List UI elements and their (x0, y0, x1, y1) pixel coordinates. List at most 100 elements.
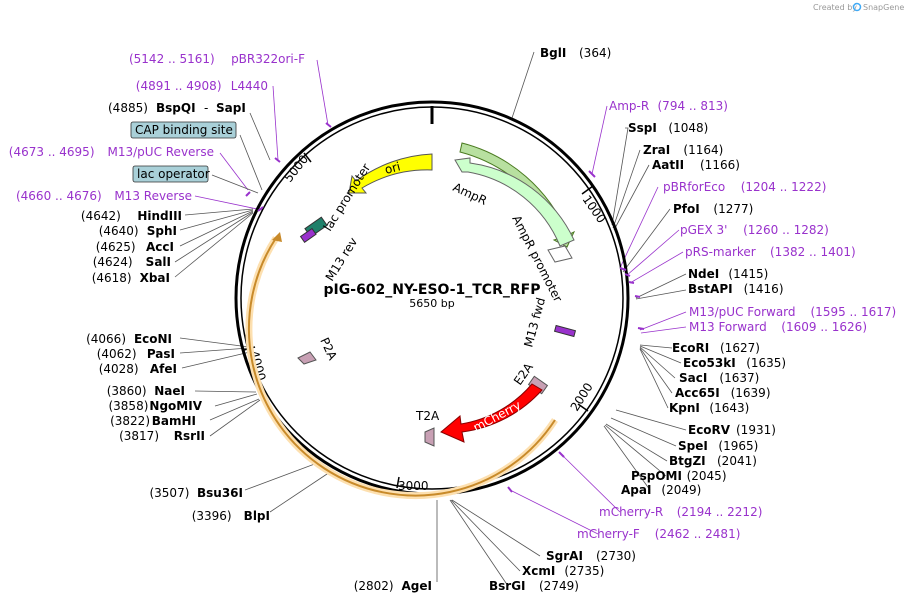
site-naei[interactable]: NaeI(3860) (107, 384, 185, 398)
mcherry-label: mCherry (471, 398, 523, 435)
enzyme-name: Eco53kI (683, 356, 736, 370)
primer-prs-marker[interactable]: pRS-marker(1382 .. 1401) (685, 245, 856, 259)
enzyme-name: Bsu36I (197, 486, 243, 500)
site-sphi[interactable]: SphI(4640) (99, 224, 177, 238)
enzyme-pos: (4624) (93, 255, 133, 269)
site-bsu36i[interactable]: Bsu36I(3507) (149, 486, 243, 500)
site-acc65i[interactable]: Acc65I(1639) (675, 386, 771, 400)
primer-pos: (1382 .. 1401) (770, 245, 856, 259)
site-rsrii[interactable]: RsrII(3817) (119, 429, 205, 443)
enzyme-name: BstAPI (688, 282, 733, 296)
enzyme-name: EcoRI (672, 341, 709, 355)
primer-name: M13 Forward (689, 320, 767, 334)
enzyme-name-2: SapI (216, 101, 246, 115)
snapgene-logo-icon (852, 2, 862, 12)
enzyme-name: AatII (652, 158, 684, 172)
site-blpi[interactable]: BlpI(3396) (192, 509, 270, 523)
primer-name: Amp-R (609, 99, 649, 113)
site-ecorv[interactable]: EcoRV(1931) (688, 423, 776, 437)
site-ngomiv[interactable]: NgoMIV(3858) (108, 399, 202, 413)
tick-marks (243, 152, 594, 489)
site-ndei[interactable]: NdeI(1415) (688, 267, 768, 281)
enzyme-pos: (3822) (110, 414, 150, 428)
site-pspomi[interactable]: PspOMI(2045) (631, 469, 727, 483)
enzyme-name: BamHI (152, 414, 196, 428)
m13-fwd-feature (553, 324, 577, 338)
primer-pos: (4660 .. 4676) (16, 189, 102, 203)
site-apai[interactable]: ApaI(2049) (621, 483, 701, 497)
site-afei[interactable]: AfeI(4028) (99, 362, 177, 376)
t2a-label: T2A (415, 409, 440, 423)
enzyme-name: NgoMIV (149, 399, 202, 413)
enzyme-name: HindIII (137, 209, 182, 223)
leader-lines (174, 51, 687, 587)
site-ecori[interactable]: EcoRI (1627) (672, 341, 760, 355)
enzyme-pos: (1635) (746, 356, 786, 370)
label-bgli[interactable]: BglI (364) (540, 46, 611, 60)
primer-m13-reverse[interactable]: M13 Reverse(4660 .. 4676) (16, 189, 192, 203)
site-bsrgi[interactable]: BsrGI(2749) (489, 579, 579, 593)
site-saci[interactable]: SacI(1637) (679, 371, 759, 385)
sites-bottom: SgrAI(2730)XcmI(2735)BsrGI(2749) AgeI(280… (354, 549, 636, 593)
site-sgrai[interactable]: SgrAI(2730) (546, 549, 636, 563)
tick-1000: 1000 (580, 193, 609, 226)
site-agei[interactable]: AgeI(2802) (354, 579, 432, 593)
lac-promoter-label: lac promoter (321, 161, 374, 234)
enzyme-pos: (1277) (713, 202, 753, 216)
site-kpni[interactable]: KpnI(1643) (669, 401, 749, 415)
p2a-feature (297, 351, 317, 365)
enzyme-name: RsrII (174, 429, 205, 443)
primer-mcherry-r[interactable]: mCherry-R (2194 .. 2212) (599, 505, 762, 519)
p2a-label: P2A (317, 335, 340, 363)
enzyme-name: AgeI (402, 579, 432, 593)
site-sali[interactable]: SalI (4624) (93, 255, 171, 269)
site-aatii[interactable]: AatII(1166) (652, 158, 740, 172)
primer-m13-puc-forward[interactable]: M13/pUC Forward(1595 .. 1617) (689, 305, 896, 319)
primer-mcherry-f[interactable]: mCherry-F(2462 .. 2481) (577, 527, 740, 541)
enzyme-name: SalI (146, 255, 171, 269)
ampr-promoter-arrow (547, 245, 573, 263)
primer-pos: (2194 .. 2212) (677, 505, 763, 519)
enzyme-pos: (2749) (539, 579, 579, 593)
site-acci[interactable]: AccI(4625) (96, 240, 174, 254)
label-bspqi-sapi[interactable]: (4885) BspQI - SapI (108, 101, 246, 115)
enzyme-name: EcoNI (134, 332, 172, 346)
site-spei[interactable]: SpeI(1965) (678, 439, 758, 453)
primer-name: pBR322ori-F (231, 52, 305, 66)
site-eco53ki[interactable]: Eco53kI (1635) (683, 356, 786, 370)
primer-m13-puc-reverse[interactable]: M13/pUC Reverse(4673 .. 4695) (9, 145, 214, 159)
site-zrai[interactable]: ZraI(1164) (643, 143, 723, 157)
primer-marks (245, 122, 645, 493)
primer-name: M13/pUC Forward (689, 305, 796, 319)
site-bamhi[interactable]: BamHI(3822) (110, 414, 196, 428)
primer-pos: (1204 .. 1222) (741, 180, 827, 194)
primer-pbrforeco[interactable]: pBRforEco(1204 .. 1222) (663, 180, 826, 194)
site-pfoi[interactable]: PfoI(1277) (673, 202, 753, 216)
primer-pgex-3-[interactable]: pGEX 3'(1260 .. 1282) (680, 223, 829, 237)
enzyme-pos: (1627) (720, 341, 760, 355)
enzyme-pos: (2730) (596, 549, 636, 563)
enzyme-name: NdeI (688, 267, 719, 281)
primer-l4440[interactable]: L4440(4891 .. 4908) (136, 79, 268, 93)
primer-m13-forward[interactable]: M13 Forward(1609 .. 1626) (689, 320, 867, 334)
cap-binding-site-box[interactable] (130, 121, 237, 139)
site-econi[interactable]: EcoNI(4066) (86, 332, 172, 346)
site-xbai[interactable]: XbaI(4618) (92, 271, 170, 285)
mcherry-arrow (440, 383, 543, 443)
enzyme-pos: (4640) (99, 224, 139, 238)
site-pasi[interactable]: PasI(4062) (97, 347, 175, 361)
primer-pbr322ori-f[interactable]: pBR322ori-F(5142 .. 5161) (129, 52, 305, 66)
primer-pos: (2462 .. 2481) (655, 527, 741, 541)
site-btgzi[interactable]: BtgZI(2041) (669, 454, 757, 468)
enzyme-pos: (1048) (668, 121, 708, 135)
sites-right: SspI(1048) ZraI(1164)AatII(1166) PfoI(1277… (621, 121, 786, 497)
enzyme-pos: (3858) (108, 399, 148, 413)
site-hindiii[interactable]: HindIII(4642) (81, 209, 182, 223)
site-xcmi[interactable]: XcmI(2735) (522, 564, 604, 578)
site-bstapi[interactable]: BstAPI(1416) (688, 282, 784, 296)
primer-amp-r[interactable]: Amp-R(794 .. 813) (609, 99, 728, 113)
enzyme-pos: (3860) (107, 384, 147, 398)
lac-operator-box[interactable] (132, 165, 209, 183)
site-sspi[interactable]: SspI(1048) (628, 121, 708, 135)
primer-name: mCherry-R (599, 505, 663, 519)
